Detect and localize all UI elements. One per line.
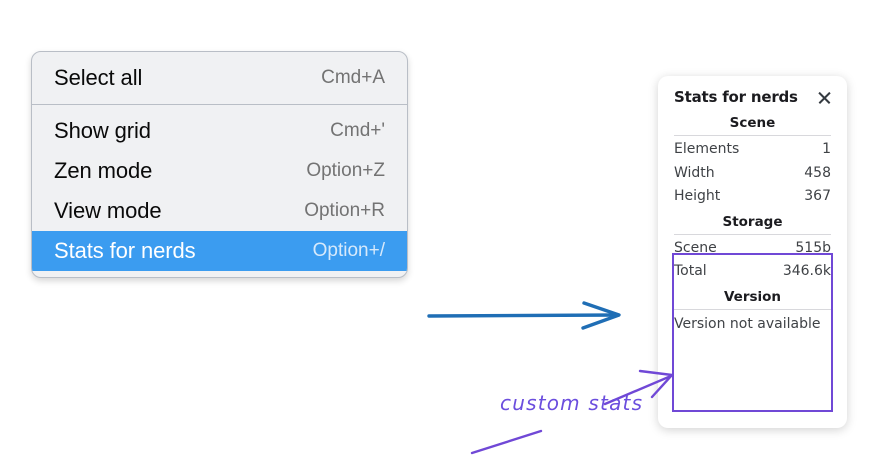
stat-value: 515b [795, 239, 831, 256]
version-not-available-text: Version not available [674, 315, 821, 332]
menu-item-label: Select all [54, 65, 143, 90]
stat-row-elements: Elements 1 [674, 138, 831, 162]
stat-row-storage-total: Total 346.6k [674, 260, 831, 284]
section-title-version: Version [723, 288, 782, 305]
menu-group-2: Show grid Cmd+' Zen mode Option+Z View m… [32, 105, 407, 277]
stat-key: Elements [674, 141, 740, 157]
purple-underline-stroke [470, 429, 543, 455]
menu-group-1: Select all Cmd+A [32, 52, 407, 104]
stat-row-storage-scene: Scene 515b [674, 237, 831, 261]
context-menu[interactable]: Select all Cmd+A Show grid Cmd+' Zen mod… [31, 51, 408, 278]
section-title-scene: Scene [729, 115, 776, 131]
close-icon[interactable] [816, 89, 833, 106]
section-title-storage: Storage [722, 213, 783, 230]
menu-item-label: Show grid [54, 118, 151, 143]
menu-item-shortcut: Option+/ [312, 240, 385, 261]
section-divider [674, 308, 831, 310]
stat-value: 346.6k [782, 263, 831, 279]
menu-item-shortcut: Cmd+A [321, 67, 385, 88]
stat-key: Height [674, 188, 721, 204]
blue-arrow [427, 301, 621, 330]
menu-item-label: Stats for nerds [54, 238, 196, 263]
menu-item-shortcut: Option+R [304, 200, 385, 221]
stats-panel-title: Stats for nerds [674, 88, 798, 106]
annotation-label-custom-stats: custom stats [500, 391, 644, 415]
stat-value: 458 [804, 164, 831, 181]
stats-for-nerds-panel[interactable]: Stats for nerds Scene Elements 1 Width 4… [658, 76, 847, 428]
menu-item-label: View mode [54, 198, 162, 223]
menu-item-show-grid[interactable]: Show grid Cmd+' [32, 111, 407, 151]
menu-item-zen-mode[interactable]: Zen mode Option+Z [32, 151, 407, 191]
menu-item-label: Zen mode [54, 158, 153, 183]
stat-row-width: Width 458 [674, 162, 831, 186]
section-divider [674, 233, 831, 235]
menu-item-shortcut: Cmd+' [330, 120, 385, 141]
stat-row-height: Height 367 [674, 185, 831, 209]
stats-panel-body: Scene Elements 1 Width 458 Height 367 St… [658, 110, 847, 334]
menu-item-select-all[interactable]: Select all Cmd+A [32, 58, 407, 98]
menu-item-shortcut: Option+Z [306, 160, 385, 181]
stat-key: Scene [674, 239, 717, 256]
menu-item-stats-for-nerds[interactable]: Stats for nerds Option+/ [32, 231, 407, 271]
stat-key: Width [674, 164, 715, 181]
menu-separator [32, 104, 407, 105]
stat-value: 1 [822, 141, 831, 157]
section-divider [674, 135, 831, 136]
stat-key: Total [674, 263, 707, 279]
stats-panel-header: Stats for nerds [658, 76, 847, 110]
stat-value: 367 [804, 188, 831, 204]
menu-item-view-mode[interactable]: View mode Option+R [32, 191, 407, 231]
